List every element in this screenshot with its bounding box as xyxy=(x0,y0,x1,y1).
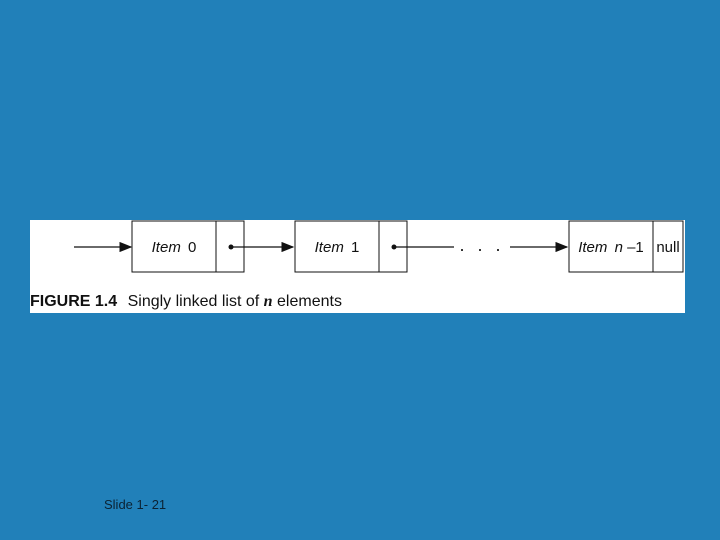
list-node-0: Item 0 xyxy=(131,220,245,273)
list-node-last: Item n –1 null xyxy=(568,220,684,273)
node-last-next-cell xyxy=(652,220,684,273)
slide-number: Slide 1- 21 xyxy=(104,497,167,512)
node-last-label: Item n –1 xyxy=(578,239,644,256)
node-1-label: Item 1 xyxy=(315,239,360,256)
caption-label: FIGURE 1.4 xyxy=(30,293,118,310)
ellipsis: . . . xyxy=(459,235,504,255)
caption-variable: n xyxy=(263,293,273,310)
caption-text-before: Singly linked list of xyxy=(127,293,260,310)
node-0-label: Item 0 xyxy=(152,239,197,256)
list-node-1: Item 1 xyxy=(294,220,408,273)
null-label: null xyxy=(656,239,679,256)
linked-list-diagram: Item 0 Item 1 . . . Item n –1 xyxy=(74,220,684,273)
figure-panel: Item 0 Item 1 . . . Item n –1 xyxy=(30,220,685,313)
caption-text-after: elements xyxy=(277,293,342,310)
figure-caption: FIGURE 1.4 Singly linked list of n eleme… xyxy=(30,293,342,311)
